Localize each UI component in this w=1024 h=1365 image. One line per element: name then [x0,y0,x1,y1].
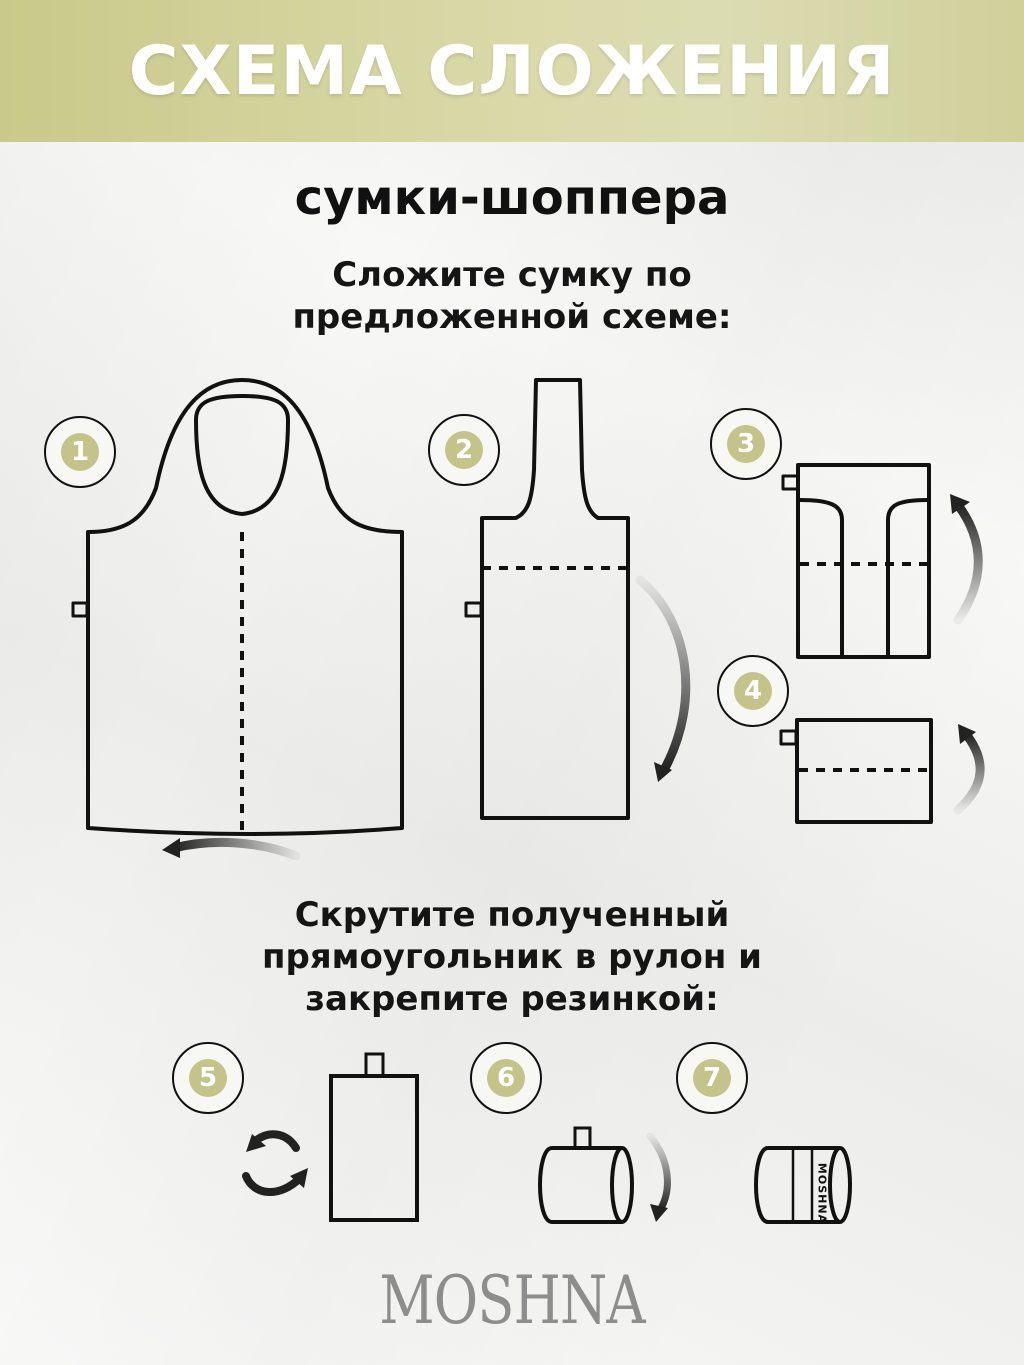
step-2-arrow [635,575,691,775]
arrow-head-icon [950,494,970,514]
right-strap [886,498,929,655]
step-number: 1 [61,433,99,471]
bag-outline [796,463,931,659]
roll-instruction-line: Скрутите полученный [294,895,730,935]
elastic-band-label: MOSHNA [815,1162,829,1225]
step-3-badge: 3 [710,408,782,480]
step-number: 6 [487,1059,525,1097]
bag-tab [781,474,800,491]
page-title: СХЕМА СЛОЖЕНИЯ [128,31,896,111]
roll-end [828,1146,852,1224]
bag-tab [71,601,89,618]
step-2-badge: 2 [428,414,500,486]
header-banner: СХЕМА СЛОЖЕНИЯ [0,0,1024,142]
brand-logo: MOSHNA [379,1262,645,1339]
step-5-badge: 5 [172,1042,244,1114]
left-strap [799,498,844,655]
subtitle: сумки-шоппера [294,170,730,226]
bag-tab [573,1126,592,1150]
step-2-bag [464,378,630,820]
step-4-arrow [953,729,985,815]
roll-arrow-bottom [242,1172,304,1196]
bag-outline [86,378,404,836]
roll-instruction-line: закрепите резинкой: [305,979,719,1019]
step-6-arrow [646,1132,671,1214]
step-4-bag [779,718,933,824]
roll-body [538,1146,622,1224]
bag-tab [464,601,483,618]
step-number: 4 [734,672,772,710]
bag-outline [480,378,630,820]
step-1-bag [71,378,404,836]
fold-instruction: Сложите сумку по предложенной схеме: [0,254,1024,338]
step-7-badge: 7 [676,1042,748,1114]
roll-instruction-line: прямоугольник в рулон и [262,937,762,977]
roll-instruction: Скрутите полученный прямоугольник в руло… [0,894,1024,1020]
step-number: 2 [445,431,483,469]
arrow-head-icon [654,762,672,782]
bag-tab [364,1052,385,1078]
arrow-head-icon [246,1134,266,1152]
arrow-head-icon [162,838,180,858]
step-1-badge: 1 [44,416,116,488]
bag-outline [795,718,933,824]
step-6-badge: 6 [470,1042,542,1114]
step-number: 3 [727,425,765,463]
step-5-rect [329,1052,419,1222]
rect-outline [329,1074,419,1222]
step-3-arrow [953,500,983,625]
step-3-bag [781,463,931,659]
step-1-arrow [169,838,301,861]
step-7-roll [754,1146,852,1224]
step-6-roll [538,1126,634,1224]
step-number: 5 [189,1059,227,1097]
arrow-head-icon [958,724,976,744]
fold-instruction-line: предложенной схеме: [292,297,732,337]
roll-body [754,1146,840,1224]
arrow-head-icon [290,1168,308,1188]
step-4-badge: 4 [717,655,789,727]
roll-end [610,1146,634,1224]
fold-instruction-line: Сложите сумку по [332,255,692,295]
step-number: 7 [693,1059,731,1097]
bag-tab [779,729,798,746]
bag-handle-inner [194,394,290,516]
arrow-head-icon [650,1204,668,1222]
